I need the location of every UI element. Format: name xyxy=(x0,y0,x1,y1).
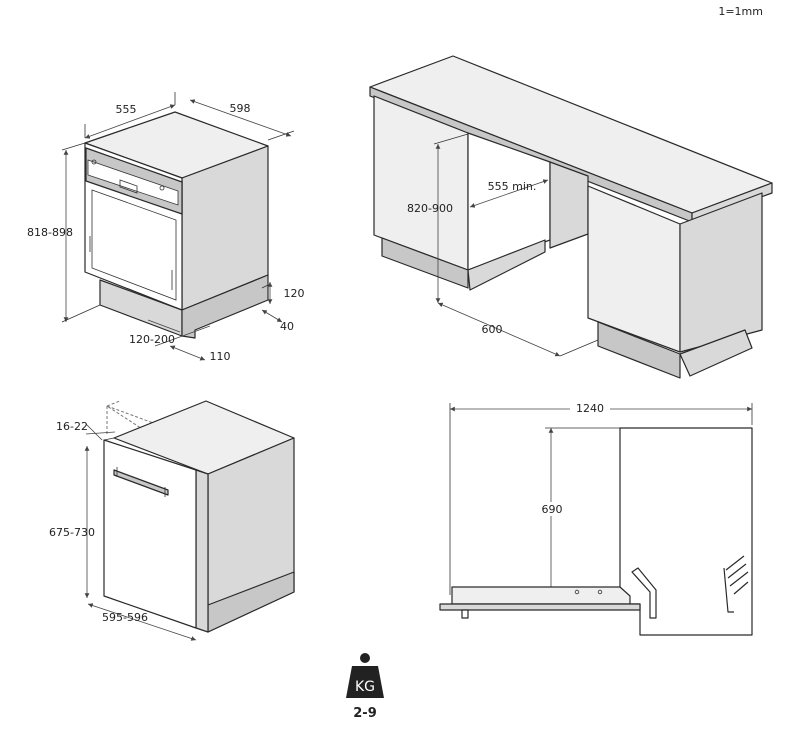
dim-plinth-setback: 120-200 xyxy=(129,333,175,346)
dim-width: 555 xyxy=(116,103,137,116)
dim-niche-depth: 600 xyxy=(482,323,503,336)
scale-note: 1=1mm xyxy=(718,5,763,18)
dim-panel-height: 675-730 xyxy=(49,526,95,539)
weight-icon: KG 2-9 xyxy=(346,653,384,721)
dim-plinth-depth: 40 xyxy=(280,320,294,333)
dim-plinth-height: 120 xyxy=(284,287,305,300)
dim-niche-height: 820-900 xyxy=(407,202,453,215)
dim-foot-depth: 110 xyxy=(210,350,231,363)
bottom-left-panel: 16-22 675-730 595-596 xyxy=(49,400,295,641)
dim-appliance-height: 690 xyxy=(542,503,563,516)
dim-niche-width: 555 min. xyxy=(488,180,537,193)
dim-door-open-length: 1240 xyxy=(576,402,604,415)
top-left-dishwasher: 555 598 818-898 120 40 120-200 110 xyxy=(27,92,305,363)
top-right-niche: 820-900 555 min. 600 xyxy=(369,55,773,379)
weight-value: 2-9 xyxy=(353,706,377,721)
dim-panel-width: 595-596 xyxy=(102,611,148,624)
dim-depth: 598 xyxy=(230,102,251,115)
dim-height: 818-898 xyxy=(27,226,73,239)
bottom-right-side-view: 1240 690 xyxy=(439,401,753,636)
weight-icon-label: KG xyxy=(355,679,375,695)
dim-panel-thickness: 16-22 xyxy=(56,420,88,433)
